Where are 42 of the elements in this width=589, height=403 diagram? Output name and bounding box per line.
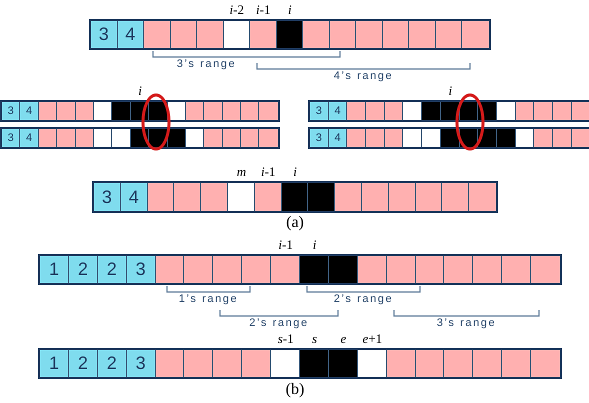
- number-cell: 1: [40, 256, 69, 283]
- range-label: 1’s range: [178, 293, 238, 305]
- index-label: e+1: [362, 331, 382, 347]
- number-cell: 2: [68, 256, 98, 283]
- number-cell: 3: [91, 21, 118, 48]
- index-label: e: [340, 331, 346, 347]
- number-cell: 3: [2, 129, 20, 147]
- index-label: i: [138, 83, 142, 99]
- number-cell: 4: [20, 129, 39, 147]
- number-cell: 4: [118, 21, 144, 48]
- number-cell: 3: [310, 129, 329, 147]
- index-label: i-1: [278, 237, 293, 253]
- subfigure-label: (a): [286, 214, 304, 232]
- index-label: i-1: [256, 2, 270, 18]
- subfigure-label: (b): [286, 381, 304, 399]
- index-label: m: [236, 164, 246, 180]
- index-label: s-1: [278, 331, 294, 347]
- number-cell: 2: [98, 350, 127, 377]
- index-label: i: [293, 164, 297, 180]
- number-cell: 3: [310, 102, 329, 120]
- range-label: 2’s range: [334, 293, 394, 305]
- number-cell: 3: [126, 350, 156, 377]
- number-cell: 4: [120, 183, 148, 211]
- number-cell: 4: [328, 102, 348, 120]
- range-label: 3’s range: [436, 317, 496, 329]
- number-cell: 3: [126, 256, 156, 283]
- index-label: s: [312, 331, 318, 347]
- index-label: i: [288, 2, 292, 18]
- number-cell: 3: [94, 183, 121, 211]
- number-cell: 1: [40, 350, 69, 377]
- range-label: 4’s range: [334, 70, 394, 82]
- range-label: 3’s range: [176, 58, 236, 70]
- number-cell: 2: [68, 350, 98, 377]
- number-cell: 3: [2, 102, 20, 120]
- range-label: 2’s range: [249, 317, 309, 329]
- number-cell: 2: [98, 256, 127, 283]
- index-label: i: [448, 83, 452, 99]
- index-label: i-1: [260, 164, 276, 180]
- index-label: i: [312, 237, 316, 253]
- index-label: i-2: [230, 2, 244, 18]
- number-cell: 4: [328, 129, 348, 147]
- number-cell: 4: [20, 102, 39, 120]
